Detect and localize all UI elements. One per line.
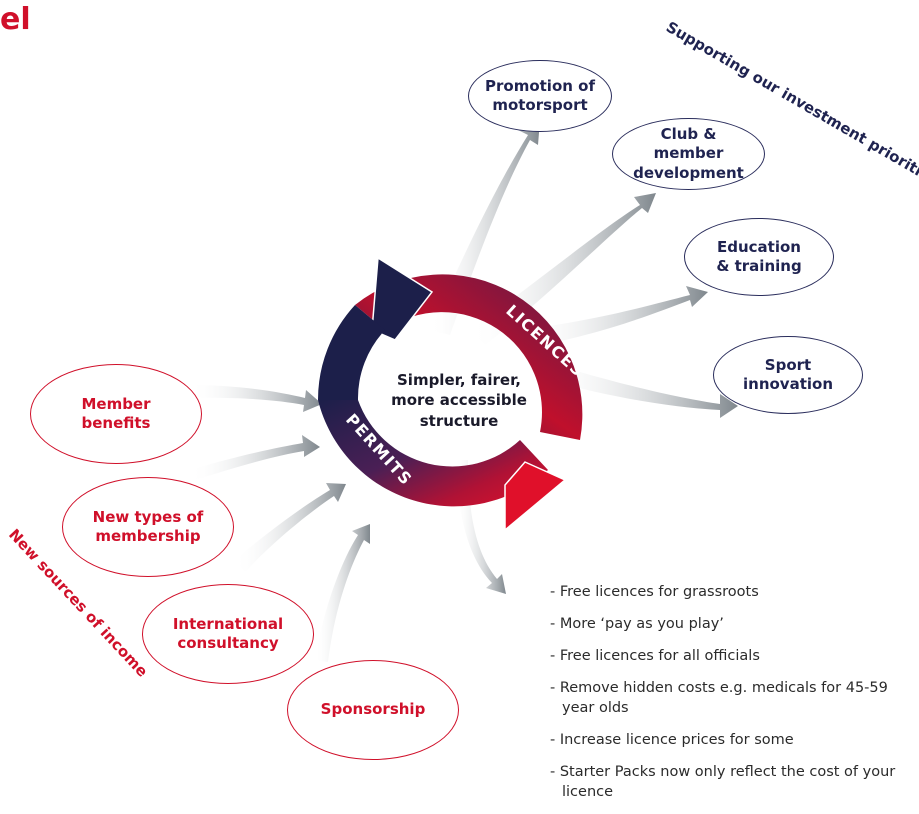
consultancy-bubble: International consultancy xyxy=(142,584,314,684)
promotion-bubble: Promotion of motorsport xyxy=(468,60,612,132)
innovation-bubble: Sport innovation xyxy=(713,336,863,414)
arrow-from-member-benefits xyxy=(190,385,322,412)
club-development-bubble: Club & member development xyxy=(612,118,765,190)
new-membership-bubble: New types of membership xyxy=(62,477,234,577)
change-item: - Starter Packs now only reflect the cos… xyxy=(550,764,896,800)
outward-arrows xyxy=(430,120,738,594)
permits-arc xyxy=(318,400,548,507)
member-benefits-bubble: Member benefits xyxy=(30,364,202,464)
promotion-label: Promotion of motorsport xyxy=(485,76,595,115)
arrow-from-sponsorship xyxy=(315,524,370,662)
consultancy-label: International consultancy xyxy=(172,614,284,653)
innovation-label: Sport innovation xyxy=(743,355,833,394)
change-item: - More ‘pay as you play’ xyxy=(550,616,724,632)
change-item: - Remove hidden costs e.g. medicals for … xyxy=(550,680,888,716)
arrow-from-membership xyxy=(190,435,320,482)
new-membership-label: New types of membership xyxy=(92,507,204,546)
center-statement: Simpler, fairer, more accessible structu… xyxy=(391,371,527,430)
education-bubble: Education & training xyxy=(684,218,834,296)
arrow-to-innovation xyxy=(540,360,738,418)
education-label: Education & training xyxy=(716,237,802,276)
sponsorship-label: Sponsorship xyxy=(320,700,426,719)
change-item: - Free licences for grassroots xyxy=(550,584,759,600)
change-item: - Increase licence prices for some xyxy=(550,732,794,748)
page-title-fragment: el xyxy=(0,2,31,37)
club-development-label: Club & member development xyxy=(633,124,744,182)
inward-arrows xyxy=(190,385,370,662)
arrow-to-education xyxy=(520,286,708,348)
ring-arrowhead-top xyxy=(371,256,434,341)
arrow-from-consultancy xyxy=(235,483,346,572)
changes-list: - Free licences for grassroots - More ‘p… xyxy=(550,582,910,814)
change-item: - Free licences for all officials xyxy=(550,648,760,664)
ring-arrowhead-bottom xyxy=(504,461,567,532)
sponsorship-bubble: Sponsorship xyxy=(287,660,459,760)
member-benefits-label: Member benefits xyxy=(81,394,151,433)
ring-left-section xyxy=(317,305,385,400)
central-cycle-ring xyxy=(317,256,583,532)
